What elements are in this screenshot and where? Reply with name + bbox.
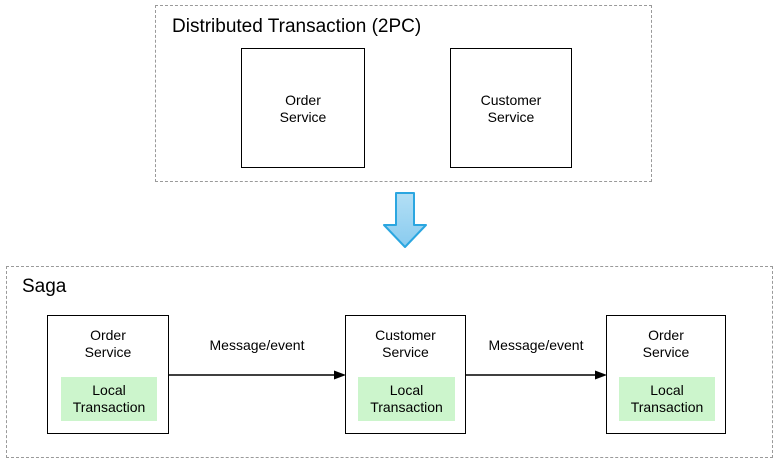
saga-group-title: Saga (22, 276, 67, 297)
downward-transition-arrow (382, 192, 428, 248)
saga-customer-service-label: Customer Service (375, 327, 436, 360)
top-order-service-label: Order Service (279, 92, 327, 125)
top-customer-service-box[interactable]: Customer Service (450, 48, 572, 168)
saga-order-service-2-local-transaction: Local Transaction (619, 377, 715, 421)
saga-order-service-box[interactable]: Order Service Local Transaction (47, 315, 169, 434)
top-customer-service-label: Customer Service (480, 92, 542, 125)
edge-customer-to-order-label: Message/event (488, 337, 584, 353)
saga-order-service-2-box[interactable]: Order Service Local Transaction (606, 315, 726, 434)
distributed-transaction-group (155, 5, 652, 182)
saga-group (6, 266, 773, 458)
saga-order-service-label: Order Service (84, 327, 132, 360)
distributed-transaction-group-title: Distributed Transaction (2PC) (172, 16, 422, 37)
saga-customer-service-box[interactable]: Customer Service Local Transaction (345, 315, 466, 434)
saga-customer-service-local-transaction: Local Transaction (358, 377, 455, 421)
top-order-service-box[interactable]: Order Service (241, 48, 365, 168)
saga-order-service-2-label: Order Service (642, 327, 690, 360)
edge-order-to-customer-label: Message/event (209, 337, 305, 353)
saga-order-service-local-transaction: Local Transaction (61, 377, 157, 421)
